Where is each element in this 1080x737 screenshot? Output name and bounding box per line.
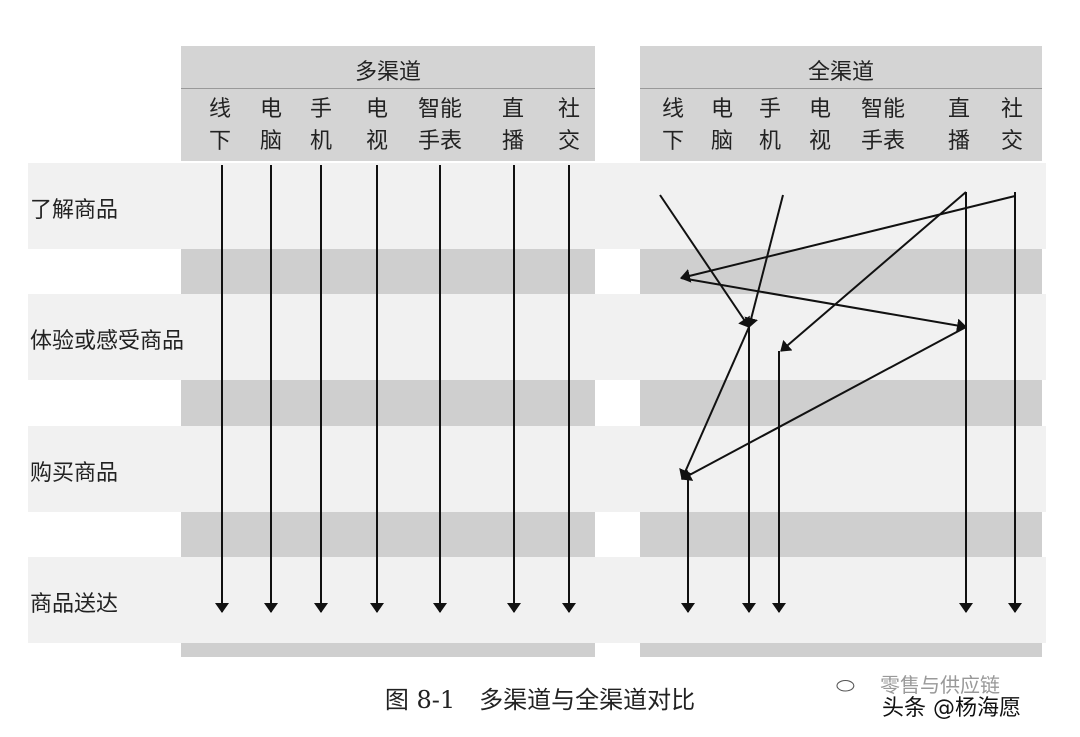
stage-label-understand: 了解商品 xyxy=(30,198,119,223)
channel-computer: 电脑 xyxy=(259,97,282,154)
arrow-omni xyxy=(679,326,750,480)
channel-computer: 电脑 xyxy=(710,97,733,154)
title-divider xyxy=(181,88,595,89)
arrow-omni xyxy=(681,326,967,481)
separator xyxy=(181,643,595,657)
title-divider xyxy=(640,88,1042,89)
arrow-omni xyxy=(744,194,784,328)
stage-label-deliver: 商品送达 xyxy=(30,592,119,617)
channel-social: 社交 xyxy=(1000,97,1023,154)
separator xyxy=(640,380,1042,426)
multi-channel-header xyxy=(181,46,595,161)
watermark-source: 零售与供应链 xyxy=(880,673,1000,697)
stage-row-experience xyxy=(28,294,1046,380)
stage-label-experience: 体验或感受商品 xyxy=(30,329,185,354)
channel-livestream: 直播 xyxy=(947,97,970,154)
channel-mobile: 手机 xyxy=(309,97,332,154)
stage-row-understand xyxy=(28,163,1046,249)
channel-smartwatch: 智能手表 xyxy=(860,97,905,154)
channel-smartwatch: 智能手表 xyxy=(417,97,462,154)
channel-social: 社交 xyxy=(557,97,580,154)
separator xyxy=(181,249,595,294)
stage-row-purchase xyxy=(28,426,1046,512)
channel-tv: 电视 xyxy=(808,97,831,154)
separator xyxy=(181,512,595,557)
stage-row-deliver xyxy=(28,557,1046,643)
separator xyxy=(181,380,595,426)
arrow-omni xyxy=(680,277,967,333)
multi-channel-title: 多渠道 xyxy=(354,60,421,85)
arrow-omni xyxy=(659,194,750,328)
separator xyxy=(640,643,1042,657)
channel-tv: 电视 xyxy=(365,97,388,154)
omni-channel-header xyxy=(640,46,1042,161)
channel-offline: 线下 xyxy=(208,97,231,154)
channel-offline: 线下 xyxy=(661,97,684,154)
omni-channel-title: 全渠道 xyxy=(807,60,874,85)
watermark-author: 头条 @杨海愿 xyxy=(882,696,1021,721)
stage-label-purchase: 购买商品 xyxy=(30,461,119,486)
arrow-omni xyxy=(680,195,1016,283)
channel-mobile: 手机 xyxy=(758,97,781,154)
arrow-omni xyxy=(780,191,967,352)
watermark-logo-icon: ⬭ xyxy=(836,674,855,699)
channel-livestream: 直播 xyxy=(501,97,524,154)
figure-caption: 图 8-1 多渠道与全渠道对比 xyxy=(384,686,696,714)
separator xyxy=(640,512,1042,557)
